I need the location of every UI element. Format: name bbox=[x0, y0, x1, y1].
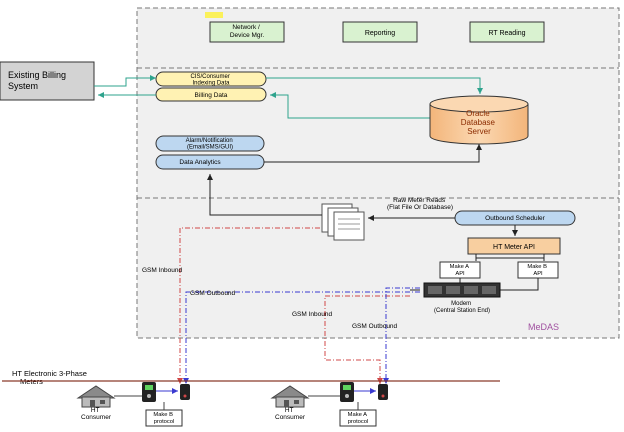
gsm-modem-icon-2 bbox=[378, 384, 388, 400]
ht-meters-label: HT Electronic 3-Phase Meters bbox=[12, 369, 89, 386]
house-icon-1 bbox=[76, 385, 116, 408]
alarm-line1: Alarm/Notification bbox=[186, 138, 233, 144]
make-b-api-line2: API bbox=[533, 271, 543, 277]
gsm-inbound-line-2 bbox=[324, 295, 410, 384]
raw-meter-reads-file-icon bbox=[321, 203, 365, 241]
make-a-protocol-line2: protocol bbox=[348, 419, 369, 425]
data-analytics-label: Data Analytics bbox=[179, 159, 221, 166]
ht-meter-api-box bbox=[467, 237, 561, 255]
make-b-protocol-label: Make B protocol bbox=[153, 412, 174, 425]
oracle-line1: Oracle bbox=[466, 109, 490, 118]
oracle-line3: Server bbox=[467, 127, 491, 136]
gsm-inbound-label-1: GSM Inbound bbox=[142, 267, 182, 274]
make-a-protocol-line1: Make A bbox=[348, 412, 367, 418]
existing-billing-system-box bbox=[0, 61, 95, 101]
cis-line2: Indexing Data bbox=[192, 81, 230, 87]
make-b-api-line1: Make B bbox=[527, 264, 547, 270]
make-a-api-line2: API bbox=[455, 271, 465, 277]
gsm-outbound-label-2: GSM Outbound bbox=[352, 323, 398, 330]
gsm-outbound-line-2 bbox=[383, 287, 420, 384]
consumer-2-label: HT Consumer bbox=[275, 407, 306, 421]
cis-link bbox=[94, 75, 156, 87]
oracle-label: Oracle Database Server bbox=[461, 109, 497, 136]
modem-line1: Modem bbox=[451, 301, 471, 307]
network-device-mgr-label: Network / Device Mgr. bbox=[230, 24, 265, 39]
cis-to-oracle-link bbox=[266, 77, 483, 94]
make-b-protocol-line2: protocol bbox=[154, 419, 175, 425]
consumer-1-line2: Consumer bbox=[81, 414, 112, 421]
gsm-inbound-label-2: GSM Inbound bbox=[292, 311, 332, 318]
gsm-outbound-label-1: GSM Outbound bbox=[190, 290, 236, 297]
ht-meters-line1: HT Electronic 3-Phase bbox=[12, 369, 87, 378]
rt-reading-box bbox=[469, 21, 545, 43]
modem-icon bbox=[423, 282, 501, 298]
alarm-notification-label: Alarm/Notification (Email/SMS/GUI) bbox=[186, 138, 235, 151]
oracle-to-billing-link bbox=[270, 92, 430, 119]
cis-indexing-pill bbox=[155, 71, 267, 87]
billing-data-label: Billing Data bbox=[195, 92, 228, 99]
alarm-line2: (Email/SMS/GUI) bbox=[187, 145, 233, 151]
oracle-database-cylinder bbox=[429, 95, 529, 145]
make-a-api-line1: Make A bbox=[450, 264, 469, 270]
medas-container bbox=[136, 7, 620, 339]
make-a-protocol-label: Make A protocol bbox=[348, 412, 369, 425]
raw-meter-reads-label: Raw Meter Reads (Flat File Or Database) bbox=[387, 197, 453, 211]
highlight-marker bbox=[205, 12, 223, 18]
make-b-to-modem-link bbox=[500, 278, 539, 291]
consumer-1-label: HT Consumer bbox=[81, 407, 112, 421]
alarm-notification-pill bbox=[155, 135, 265, 152]
gsm-outbound-line-1 bbox=[183, 291, 420, 384]
billing-system-line1: Existing Billing bbox=[8, 70, 66, 80]
analytics-to-oracle-link bbox=[264, 144, 482, 163]
reporting-box bbox=[342, 21, 418, 43]
make-b-api-label: Make B API bbox=[527, 264, 548, 277]
modem-label: Modem (Central Station End) bbox=[434, 301, 490, 314]
network-device-mgr-box bbox=[209, 21, 285, 43]
house-icon-2 bbox=[270, 385, 310, 408]
network-label-line1: Network / bbox=[232, 24, 260, 31]
meter-device-icon-2 bbox=[340, 382, 354, 402]
cis-indexing-label: CIS/Consumer Indexing Data bbox=[190, 74, 231, 87]
consumer-1-line1: HT bbox=[91, 407, 100, 414]
gsm-modem-icon-1 bbox=[180, 384, 190, 400]
network-label-line2: Device Mgr. bbox=[230, 32, 265, 39]
make-a-api-label: Make A API bbox=[450, 264, 471, 277]
raw-reads-line2: (Flat File Or Database) bbox=[387, 204, 453, 211]
reporting-label: Reporting bbox=[365, 30, 395, 37]
rt-reading-label: RT Reading bbox=[488, 30, 525, 37]
consumer-2-line2: Consumer bbox=[275, 414, 306, 421]
gsm-inbound-line-1 bbox=[177, 227, 320, 384]
cis-line1: CIS/Consumer bbox=[190, 74, 229, 80]
billing-system-line2: System bbox=[8, 81, 38, 91]
outbound-scheduler-label: Outbound Scheduler bbox=[485, 215, 545, 222]
modem-line2: (Central Station End) bbox=[434, 308, 490, 314]
raw-reads-line1: Raw Meter Reads bbox=[393, 197, 446, 204]
ht-meter-api-label: HT Meter API bbox=[493, 244, 535, 251]
make-b-protocol-line1: Make B bbox=[153, 412, 173, 418]
existing-billing-system-label: Existing Billing System bbox=[8, 70, 69, 91]
consumer-2-line1: HT bbox=[285, 407, 294, 414]
medas-label: MeDAS bbox=[528, 322, 559, 332]
meter-device-icon-1 bbox=[142, 382, 156, 402]
oracle-line2: Database bbox=[461, 118, 496, 127]
reads-to-analytics-link bbox=[207, 174, 322, 216]
